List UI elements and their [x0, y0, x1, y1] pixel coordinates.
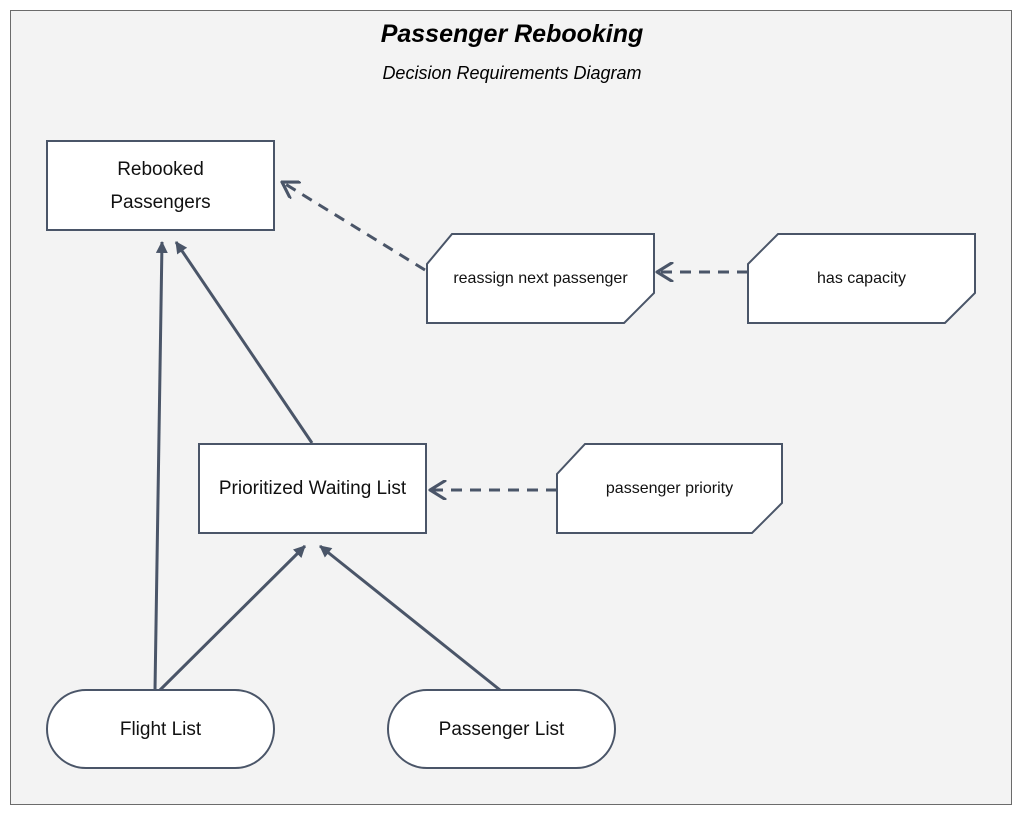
rebooked-passengers-node[interactable]: Rebooked Passengers [82, 141, 239, 230]
node-shape-has-capacity [747, 233, 976, 324]
edge-passenger-list-to-prioritized-waiting-list [319, 544, 501, 692]
node-shape-passenger-list [387, 689, 616, 769]
passenger-list-label: Passenger List [438, 718, 565, 740]
node-shape-prioritized-waiting-list [198, 443, 427, 534]
rebooked-passengers-label: Rebooked Passengers [110, 158, 211, 213]
reassign-next-passenger-label: reassign next passenger [453, 269, 628, 287]
has-capacity-node[interactable]: has capacity [748, 234, 975, 323]
diagram-title: Passenger Rebooking [380, 20, 644, 48]
passenger-list-node[interactable]: Passenger List [388, 690, 615, 768]
flight-list-node[interactable]: Flight List [47, 690, 274, 768]
node-shape-flight-list [46, 689, 275, 769]
reassign-next-passenger-node[interactable]: reassign next passenger [427, 234, 654, 323]
prioritized-waiting-list-node[interactable]: Prioritized Waiting List [214, 444, 411, 533]
node-shape-reassign-next-passenger [426, 233, 655, 324]
diagram-subtitle: Decision Requirements Diagram [382, 63, 642, 83]
has-capacity-label: has capacity [817, 269, 906, 287]
passenger-priority-node[interactable]: passenger priority [557, 444, 782, 533]
edge-reassign-next-passenger-to-rebooked-passengers [282, 182, 426, 272]
prioritized-waiting-list-label: Prioritized Waiting List [218, 478, 407, 499]
edge-flight-list-to-prioritized-waiting-list [158, 544, 307, 692]
edge-prioritized-waiting-list-to-rebooked-passengers [174, 241, 314, 444]
edge-flight-list-to-rebooked-passengers [153, 241, 168, 691]
node-shape-rebooked-passengers [46, 140, 275, 231]
flight-list-label: Flight List [119, 718, 202, 740]
passenger-priority-label: passenger priority [605, 479, 734, 497]
node-shape-passenger-priority [556, 443, 783, 534]
